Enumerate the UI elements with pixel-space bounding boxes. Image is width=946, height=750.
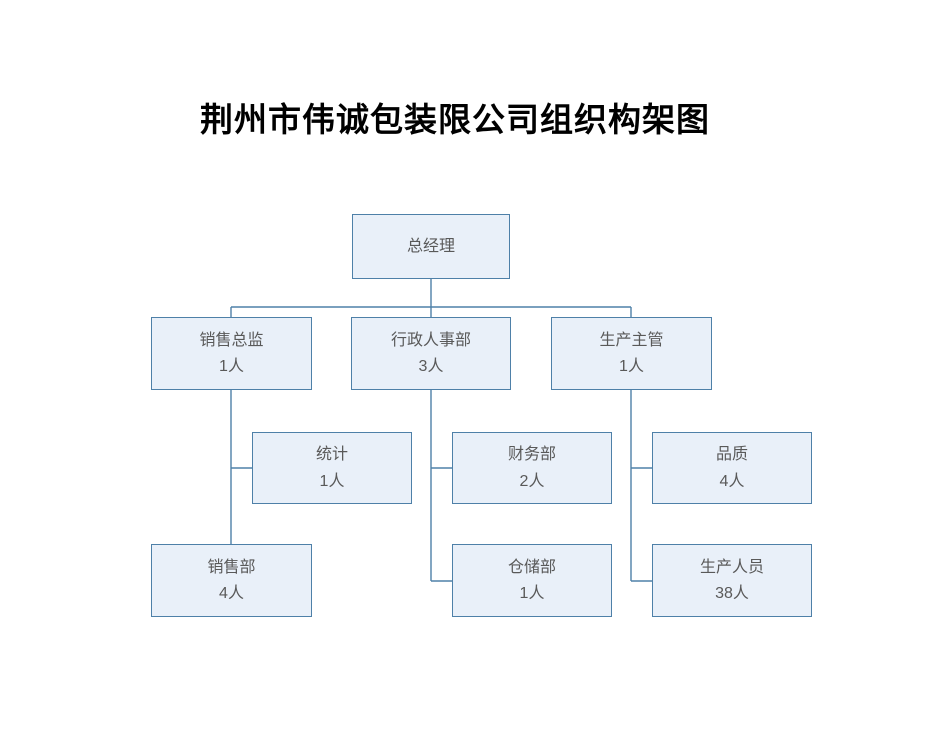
node-count: 1人 — [319, 472, 345, 490]
node-label: 财务部 — [507, 446, 556, 464]
node-count: 1人 — [219, 358, 244, 375]
node-label: 销售部 — [207, 558, 256, 576]
node-production-supervisor: 生产主管 1人 — [551, 317, 712, 390]
node-count: 3人 — [418, 358, 444, 375]
node-count: 1人 — [619, 358, 644, 375]
node-label: 仓储部 — [507, 558, 556, 576]
node-statistics: 统计 1人 — [252, 432, 412, 504]
node-finance-dept: 财务部 2人 — [452, 432, 612, 504]
node-warehouse-dept: 仓储部 1人 — [452, 544, 612, 617]
node-label: 总经理 — [406, 237, 455, 255]
node-count: 4人 — [719, 472, 745, 490]
node-general-manager: 总经理 — [352, 214, 510, 279]
node-label: 生产主管 — [599, 331, 664, 349]
node-count: 4人 — [219, 585, 244, 602]
page-title: 荆州市伟诚包装限公司组织构架图 — [200, 101, 710, 138]
node-label: 销售总监 — [199, 331, 264, 349]
node-count: 1人 — [519, 585, 545, 602]
node-count: 38人 — [715, 585, 749, 602]
node-sales-director: 销售总监 1人 — [151, 317, 312, 390]
node-sales-dept: 销售部 4人 — [151, 544, 312, 617]
node-label: 生产人员 — [699, 558, 764, 576]
node-label: 品质 — [715, 446, 748, 464]
node-label: 统计 — [315, 446, 348, 464]
node-admin-hr-dept: 行政人事部 3人 — [351, 317, 511, 390]
node-quality: 品质 4人 — [652, 432, 812, 504]
node-production-staff: 生产人员 38人 — [652, 544, 812, 617]
node-count: 2人 — [519, 472, 545, 490]
node-label: 行政人事部 — [390, 331, 471, 349]
